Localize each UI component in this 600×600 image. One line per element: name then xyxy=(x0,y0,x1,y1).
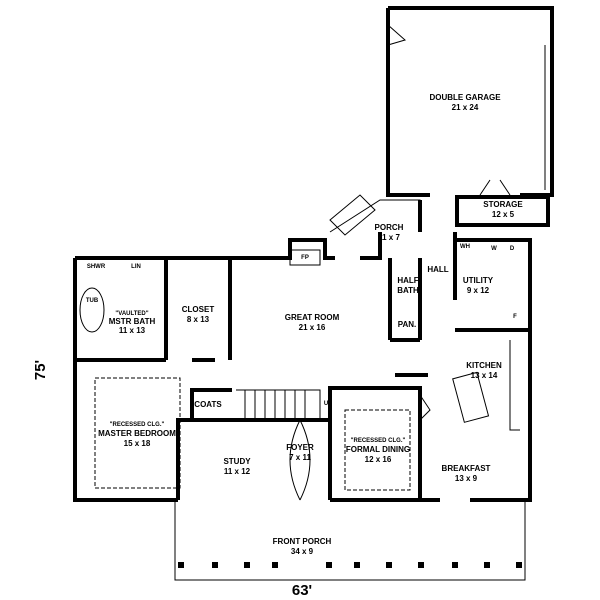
garage-size: 21 x 24 xyxy=(452,103,479,112)
water-heater-label: WH xyxy=(460,244,470,250)
dining-label: FORMAL DINING xyxy=(346,445,410,454)
kitchen-size: 13 x 14 xyxy=(471,371,498,380)
dining-size: 12 x 16 xyxy=(365,455,392,464)
recessed-ceiling-bedroom xyxy=(94,377,181,489)
kitchen-label: KITCHEN xyxy=(466,361,502,370)
width-dimension: 63' xyxy=(292,582,312,599)
great-room-label: GREAT ROOM xyxy=(285,313,340,322)
porch-size: 11 x 7 xyxy=(378,233,400,242)
master-bedroom-size: 15 x 18 xyxy=(124,439,151,448)
foyer-size: 7 x 11 xyxy=(289,453,311,462)
utility-label: UTILITY xyxy=(463,276,494,285)
fridge-label: F xyxy=(513,314,517,320)
pantry-label: PAN. xyxy=(398,320,417,329)
master-bath-size: 11 x 13 xyxy=(119,326,146,335)
shower-label: SHWR xyxy=(87,264,106,270)
half-bath-label-2: BATH xyxy=(397,286,419,295)
breakfast-label: BREAKFAST xyxy=(442,464,491,473)
master-bedroom-label: MASTER BEDROOM xyxy=(98,429,176,438)
tub-icon xyxy=(79,287,105,333)
utility-size: 9 x 12 xyxy=(467,286,490,295)
porch-label: PORCH xyxy=(375,223,404,232)
storage-label: STORAGE xyxy=(483,200,523,209)
master-bath-note: "VAULTED" xyxy=(115,311,148,317)
study-size: 11 x 12 xyxy=(224,467,251,476)
closet-size: 8 x 13 xyxy=(187,315,210,324)
front-porch-size: 34 x 9 xyxy=(291,547,314,556)
fireplace-label: FP xyxy=(301,255,309,261)
linen-label: LIN xyxy=(131,264,141,270)
dryer-label: D xyxy=(510,246,515,252)
stairs xyxy=(244,390,306,420)
front-porch xyxy=(174,500,526,581)
recessed-ceiling-dining xyxy=(344,409,411,491)
dining-note: "RECESSED CLG." xyxy=(351,438,406,444)
hall-label: HALL xyxy=(427,265,448,274)
closet-label: CLOSET xyxy=(182,305,215,314)
front-porch-label: FRONT PORCH xyxy=(273,537,332,546)
stairs-up-label: UP xyxy=(324,401,332,407)
breakfast-size: 13 x 9 xyxy=(455,474,478,483)
garage-walls xyxy=(386,6,554,227)
house-walls xyxy=(73,194,532,502)
depth-dimension: 75' xyxy=(32,360,49,380)
storage-size: 12 x 5 xyxy=(492,210,515,219)
tub-label: TUB xyxy=(86,298,99,304)
study-label: STUDY xyxy=(223,457,251,466)
great-room-size: 21 x 16 xyxy=(299,323,326,332)
half-bath-label: HALF xyxy=(397,276,418,285)
coats-label: COATS xyxy=(194,400,222,409)
garage-label: DOUBLE GARAGE xyxy=(429,93,501,102)
washer-label: W xyxy=(491,246,497,252)
foyer-label: FOYER xyxy=(286,443,314,452)
master-bath-label: MSTR BATH xyxy=(109,317,156,326)
master-bedroom-note: "RECESSED CLG." xyxy=(110,422,165,428)
